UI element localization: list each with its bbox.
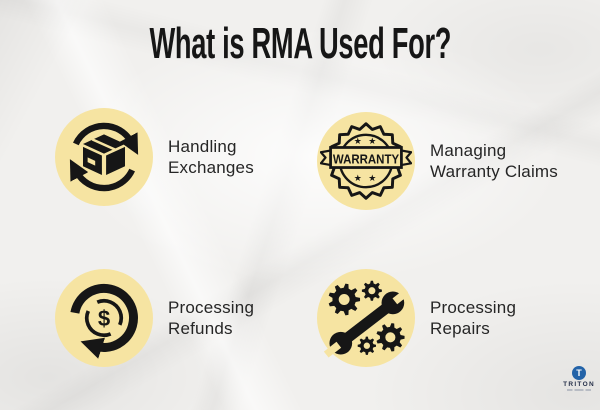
box-exchange-icon (69, 122, 139, 192)
label-line: Handling (168, 137, 237, 156)
gear-large-top (328, 283, 361, 316)
item-label: Managing Warranty Claims (430, 140, 558, 182)
gear-small-bottom (357, 336, 376, 355)
gear-small-top (361, 280, 382, 301)
ribbon-band (329, 146, 403, 169)
label-line: Warranty Claims (430, 162, 558, 181)
item-label: Handling Exchanges (168, 136, 254, 178)
page-title-text: What is RMA Used For? (149, 19, 451, 68)
page-title: What is RMA Used For? (0, 22, 600, 66)
label-line: Repairs (430, 319, 490, 338)
item-label: Processing Refunds (168, 297, 254, 339)
item-handling-exchanges: Handling Exchanges (55, 108, 254, 206)
logo-name: TRITON (563, 381, 595, 388)
gear-large-bottom (376, 323, 405, 352)
dollar-sign: $ (98, 306, 110, 331)
label-line: Managing (430, 141, 507, 160)
box-right-face (106, 146, 125, 176)
badge-stars-top: ★ ★ (354, 136, 379, 146)
item-managing-warranty-claims: ★ ★ ★ ★ WARRANTY Managing Warranty Claim… (317, 112, 558, 210)
logo-t-icon: T (572, 366, 586, 380)
label-line: Processing (168, 298, 255, 317)
item-label: Processing Repairs (430, 297, 516, 339)
icon-circle (317, 269, 415, 367)
label-line: Exchanges (168, 158, 254, 177)
brand-logo: T TRITON (561, 366, 597, 391)
label-line: Refunds (168, 319, 233, 338)
badge-text: WARRANTY (333, 151, 400, 166)
wrench-bar (341, 301, 393, 345)
label-line: Processing (430, 298, 517, 317)
warranty-seal-icon: ★ ★ ★ ★ WARRANTY (320, 122, 412, 200)
box-label-chip (87, 157, 96, 166)
money-refund-icon: $ (70, 283, 138, 359)
badge-stars-bottom: ★ ★ (354, 173, 379, 183)
icon-circle: ★ ★ ★ ★ WARRANTY (317, 112, 415, 210)
item-processing-repairs: Processing Repairs (317, 269, 516, 367)
icon-circle (55, 108, 153, 206)
icon-circle: $ (55, 269, 153, 367)
gears-wrench-icon (324, 280, 408, 358)
logo-tagline (567, 389, 591, 391)
item-processing-refunds: $ Processing Refunds (55, 269, 254, 367)
